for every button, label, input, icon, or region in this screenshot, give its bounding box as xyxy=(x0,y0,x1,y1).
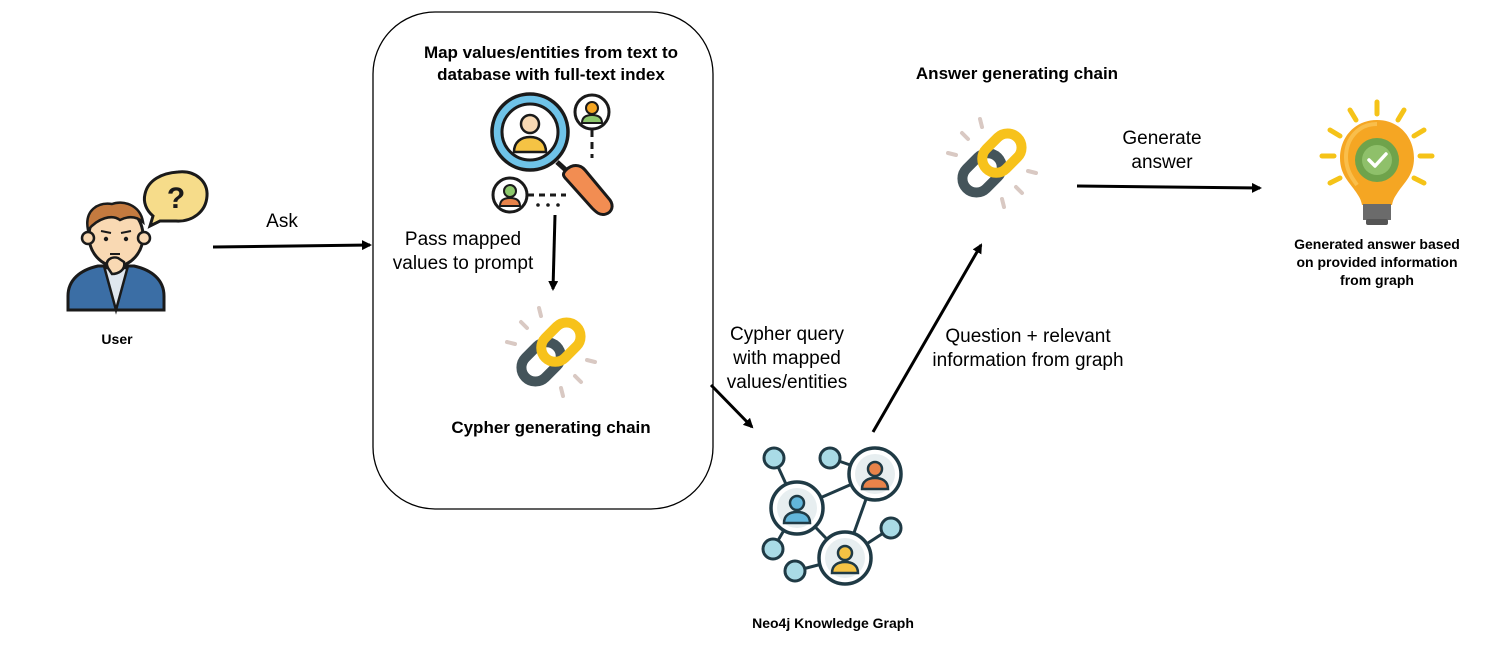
pass-mapped-line-1: Pass mapped xyxy=(404,229,522,250)
generate-answer-label: Generate answer xyxy=(1106,127,1218,175)
arrow-ask xyxy=(212,240,372,251)
lightbulb-check-icon xyxy=(1319,99,1435,225)
arrow-pass-mapped xyxy=(548,214,559,291)
user-label: User xyxy=(101,331,133,347)
arrow-generate-answer xyxy=(1076,182,1262,193)
pass-mapped-label: Pass mapped values to prompt xyxy=(382,228,544,276)
cypher-stage-box xyxy=(372,11,714,510)
question-info-label: Question + relevant information from gra… xyxy=(916,325,1140,373)
cypher-query-label: Cypher query with mapped values/entities xyxy=(714,323,860,395)
cypher-query-line-1: Cypher query xyxy=(729,324,845,345)
result-line-3: from graph xyxy=(1340,272,1414,288)
person-thinking-icon: ? xyxy=(66,170,209,315)
result-line-1: Generated answer based xyxy=(1294,236,1460,252)
answer-chain-label: Answer generating chain xyxy=(915,64,1119,83)
question-info-line-1: Question + relevant xyxy=(945,326,1111,347)
ask-label: Ask xyxy=(266,211,298,232)
map-title-line-2: database with full-text index xyxy=(437,65,665,84)
pass-mapped-line-2: values to prompt xyxy=(392,253,534,274)
generate-answer-line-2: answer xyxy=(1131,152,1193,173)
person-search-icon xyxy=(490,92,614,216)
generate-answer-line-1: Generate xyxy=(1122,128,1202,149)
graph-label: Neo4j Knowledge Graph xyxy=(752,615,914,631)
map-title-line-1: Map values/entities from text to xyxy=(423,43,679,62)
cypher-chain-label: Cypher generating chain xyxy=(451,418,651,437)
answer-chain-link-icon xyxy=(946,117,1038,209)
knowledge-graph-icon xyxy=(761,446,903,586)
question-mark: ? xyxy=(167,182,185,215)
cypher-query-line-3: values/entities xyxy=(726,372,848,393)
result-line-2: on provided information xyxy=(1296,254,1458,270)
cypher-query-line-2: with mapped xyxy=(733,348,841,369)
map-title: Map values/entities from text to databas… xyxy=(395,42,707,86)
chain-link-icon xyxy=(505,306,597,398)
arrow-question-info xyxy=(871,243,983,433)
arrow-cypher-query xyxy=(709,383,754,429)
result-label: Generated answer based on provided infor… xyxy=(1272,235,1482,289)
question-info-line-2: information from graph xyxy=(932,350,1124,371)
